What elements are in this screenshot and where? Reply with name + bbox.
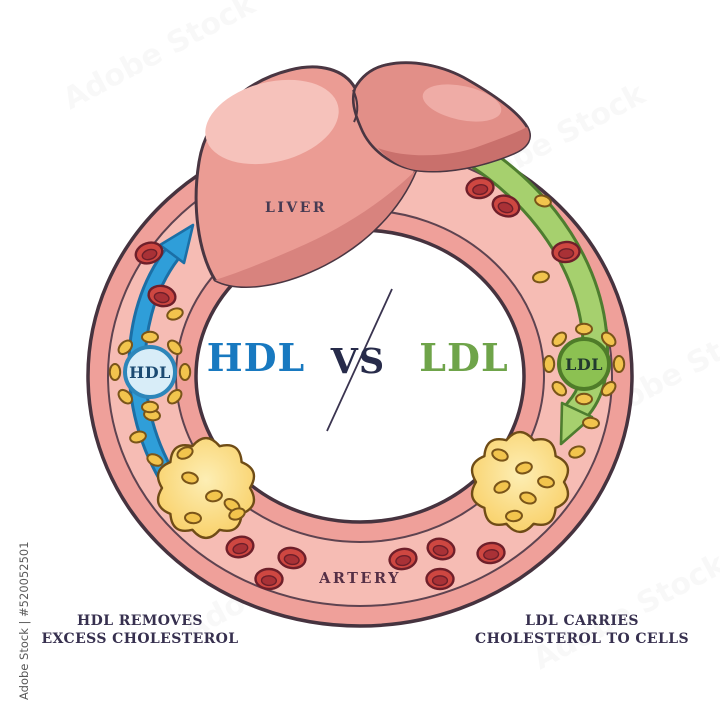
red-blood-cell	[253, 567, 285, 591]
liver-left-lobe-shadow	[215, 170, 416, 287]
cholesterol-plaque-left	[156, 436, 256, 540]
caption-hdl-line1: HDL REMOVES	[77, 613, 203, 629]
red-blood-cell	[550, 239, 582, 265]
caption-hdl-line2: EXCESS CHOLESTEROL	[41, 631, 238, 647]
red-blood-cell	[425, 567, 455, 591]
caption-ldl-line2: CHOLESTEROL TO CELLS	[475, 631, 689, 647]
ldl-bubble-label: LDL	[565, 355, 603, 374]
plaque-blob	[156, 436, 256, 540]
caption-ldl-line1: LDL CARRIES	[525, 613, 639, 629]
liver-highlight	[205, 79, 339, 165]
hdl-bubble-label: HDL	[129, 363, 171, 382]
liver-right-lobe-shadow	[378, 127, 530, 172]
cholesterol-particle	[575, 392, 593, 406]
cholesterol-particle	[141, 330, 159, 344]
center-ldl-label: LDL	[419, 335, 508, 380]
cholesterol-particle	[108, 363, 122, 381]
cholesterol-particle	[612, 355, 626, 373]
cholesterol-particle	[141, 400, 159, 414]
center-vs-label: VS	[330, 341, 385, 382]
ldl-particle-bubble: LDL	[542, 322, 626, 406]
artery-label: ARTERY	[318, 570, 401, 587]
center-title: HDL VS LDL	[207, 288, 508, 432]
cholesterol-particle	[542, 355, 556, 373]
cholesterol-plaque-right	[470, 430, 570, 534]
ldl-arrowhead-icon	[559, 401, 594, 446]
divider-slash	[326, 288, 393, 432]
cholesterol-particle	[581, 416, 601, 430]
liver-label: LIVER	[265, 200, 327, 216]
cholesterol-particle	[575, 322, 593, 336]
center-hdl-label: HDL	[207, 335, 306, 380]
watermark-side: Adobe Stock | #520052501	[17, 541, 31, 700]
hdl-particle-bubble: HDL	[108, 330, 192, 414]
cholesterol-particle	[183, 511, 203, 525]
liver-crease	[352, 89, 359, 123]
hdl-bubble-circle	[123, 345, 177, 399]
hdl-arrowhead-icon	[158, 223, 195, 265]
cholesterol-particle	[178, 363, 192, 381]
caption-hdl: HDL REMOVES EXCESS CHOLESTEROL	[41, 613, 238, 647]
liver-highlight	[422, 84, 502, 122]
ldl-bubble-circle	[557, 337, 611, 391]
cholesterol-particle	[504, 509, 524, 523]
caption-ldl: LDL CARRIES CHOLESTEROL TO CELLS	[475, 613, 689, 647]
watermark-tile: Adobe Stock	[527, 546, 720, 677]
liver: LIVER	[194, 61, 531, 288]
